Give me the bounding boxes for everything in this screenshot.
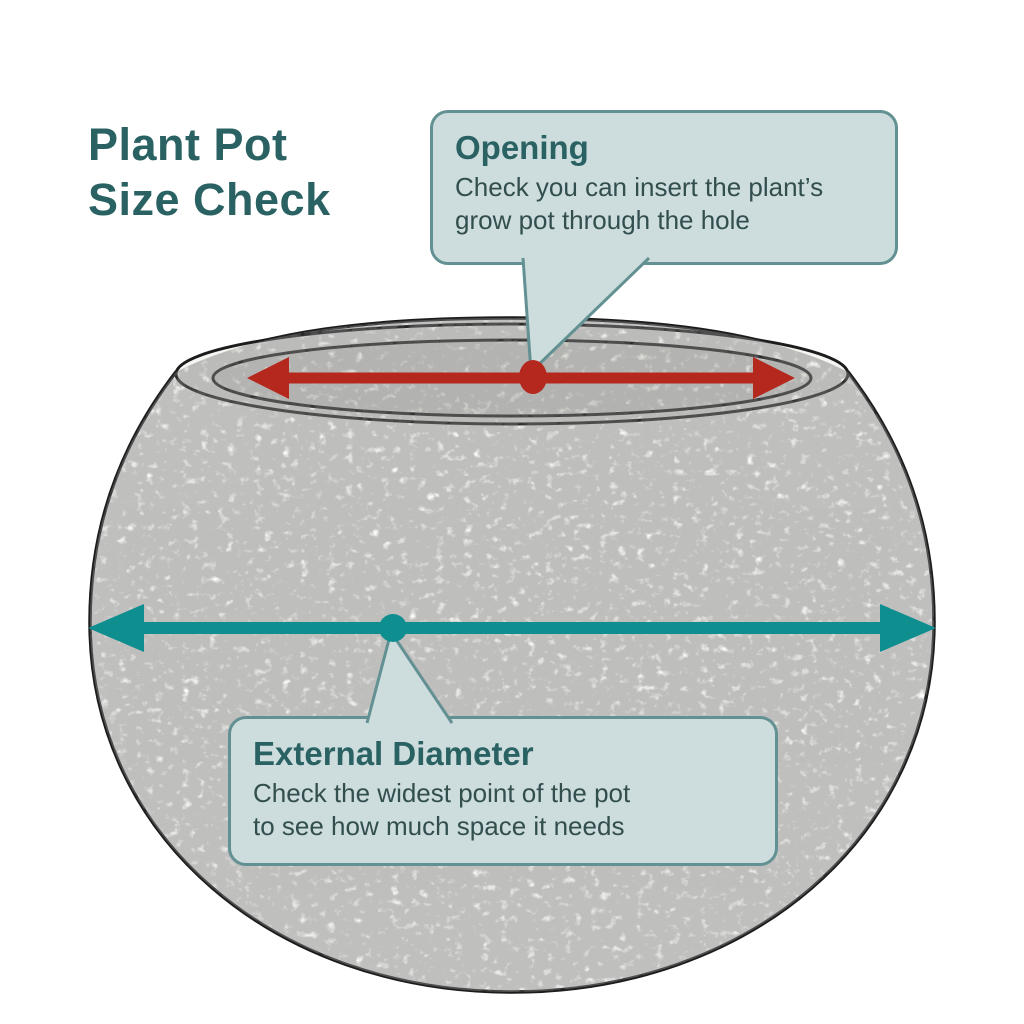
diameter-measure-dot (379, 614, 407, 642)
opening-measure-dot (519, 360, 547, 394)
pot-opening (211, 338, 813, 418)
opening-callout-line2: grow pot through the hole (455, 205, 750, 236)
external-diameter-callout-tail (365, 630, 454, 724)
diameter-arrow (88, 604, 936, 652)
page-title-line1: Plant Pot (88, 119, 288, 170)
opening-arrow (247, 357, 795, 399)
page-title: Plant Pot Size Check (88, 118, 331, 228)
pot-texture-overlay (90, 318, 934, 992)
external-diameter-callout: External Diameter Check the widest point… (228, 716, 778, 866)
page-title-line2: Size Check (88, 173, 331, 225)
external-diameter-callout-line1: Check the widest point of the pot (253, 777, 631, 808)
opening-callout-tail (521, 256, 651, 374)
opening-callout: Opening Check you can insert the plant’s… (430, 110, 898, 265)
pot-rim (174, 322, 850, 426)
external-diameter-callout-line2: to see how much space it needs (253, 811, 625, 842)
opening-arrow-head-right-icon (753, 357, 795, 399)
diameter-arrow-head-right-icon (880, 604, 936, 652)
pot-body (88, 316, 936, 994)
diameter-arrow-head-left-icon (88, 604, 144, 652)
opening-callout-title: Opening (455, 129, 589, 166)
external-diameter-callout-title: External Diameter (253, 735, 534, 772)
opening-arrow-head-left-icon (247, 357, 289, 399)
opening-callout-line1: Check you can insert the plant’s (455, 171, 824, 202)
